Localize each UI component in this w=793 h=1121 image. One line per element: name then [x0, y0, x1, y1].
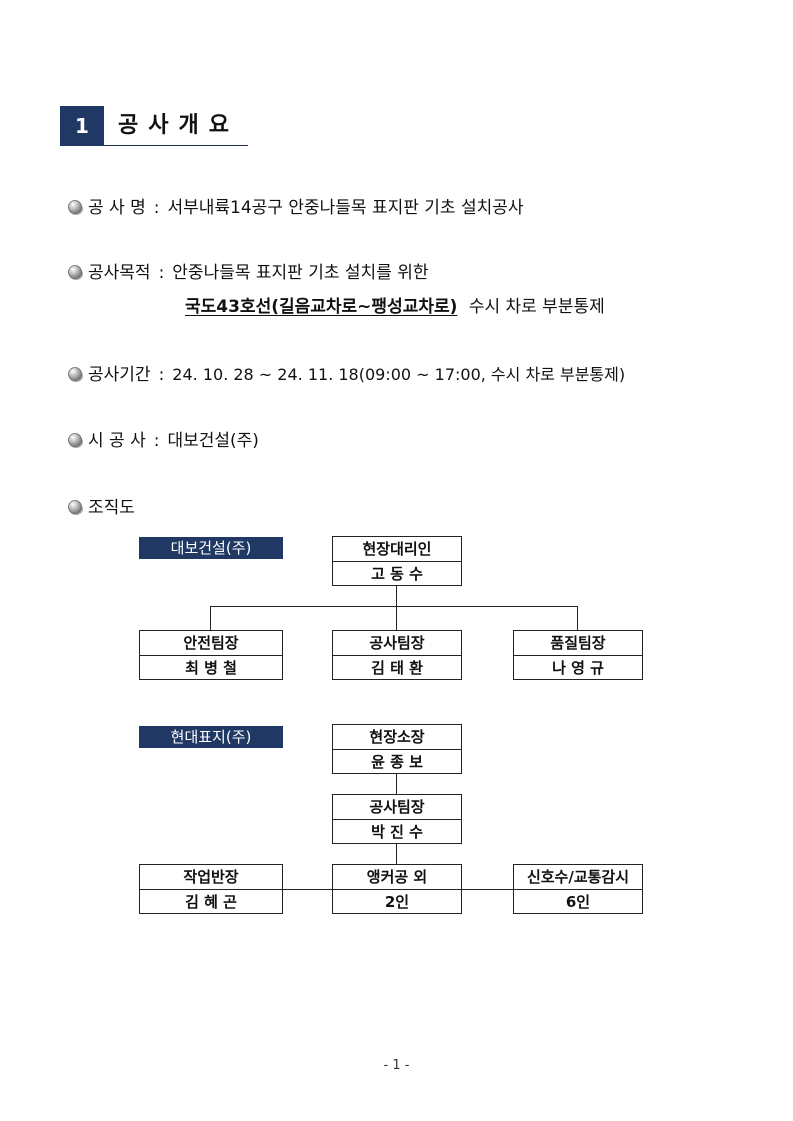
box-work-lead: 공사팀장 김 태 환	[332, 630, 462, 680]
purpose-continuation: 국도43호선(길음교차로~팽성교차로) 수시 차로 부분통제	[185, 295, 605, 319]
row-period: 공사기간:24. 10. 28 ~ 24. 11. 18(09:00 ~ 17:…	[66, 363, 625, 387]
connector-line	[210, 606, 211, 630]
box-safety-lead: 안전팀장 최 병 철	[139, 630, 283, 680]
row-contractor: 시 공 사: 대보건설(주)	[66, 429, 259, 453]
period-value: 24. 10. 28 ~ 24. 11. 18(09:00 ~ 17:00, 수…	[172, 365, 626, 384]
company-tag-hyundai: 현대표지(주)	[139, 726, 283, 748]
row-org-chart: 조직도	[66, 496, 135, 520]
bullet-icon	[68, 265, 83, 280]
purpose-label: 공사목적	[88, 263, 151, 283]
box-anchor-crew: 앵커공 외 2인	[332, 864, 462, 914]
connector-line	[396, 774, 397, 794]
row-purpose: 공사목적: 안중나들목 표지판 기초 설치를 위한	[66, 261, 429, 285]
box-role: 앵커공 외	[366, 868, 428, 886]
box-person: 윤 종 보	[333, 749, 461, 773]
separator: :	[158, 263, 165, 283]
contractor-label: 시 공 사	[88, 431, 146, 451]
box-role: 현장소장	[369, 728, 425, 746]
box-person: 김 태 환	[333, 655, 461, 679]
company-tag-daebo: 대보건설(주)	[139, 537, 283, 559]
section-number: 1	[60, 106, 104, 146]
purpose-value: 안중나들목 표지판 기초 설치를 위한	[172, 263, 429, 283]
box-person: 나 영 규	[514, 655, 642, 679]
connector-line	[396, 586, 397, 630]
box-person: 김 혜 곤	[140, 889, 282, 913]
box-person: 박 진 수	[333, 819, 461, 843]
bullet-icon	[68, 367, 83, 382]
box-role: 신호수/교통감시	[526, 868, 630, 886]
box-person: 최 병 철	[140, 655, 282, 679]
box-person: 2인	[333, 889, 461, 913]
org-chart-label: 조직도	[88, 498, 135, 518]
row-project-name: 공 사 명: 서부내륙14공구 안중나들목 표지판 기초 설치공사	[66, 196, 524, 220]
box-role: 현장대리인	[362, 540, 432, 558]
box-signal-crew: 신호수/교통감시 6인	[513, 864, 643, 914]
box-site-manager: 현장소장 윤 종 보	[332, 724, 462, 774]
box-person: 6인	[514, 889, 642, 913]
box-role: 공사팀장	[369, 798, 425, 816]
separator: :	[153, 431, 160, 451]
separator: :	[153, 198, 160, 218]
period-label: 공사기간	[88, 365, 151, 385]
separator: :	[158, 365, 165, 385]
box-site-agent: 현장대리인 고 동 수	[332, 536, 462, 586]
page-number: - 1 -	[383, 1058, 410, 1073]
connector-line	[210, 606, 578, 607]
project-name-value: 서부내륙14공구 안중나들목 표지판 기초 설치공사	[167, 198, 524, 218]
box-quality-lead: 품질팀장 나 영 규	[513, 630, 643, 680]
connector-line	[396, 844, 397, 864]
box-role: 공사팀장	[369, 634, 425, 652]
bullet-icon	[68, 200, 83, 215]
bullet-icon	[68, 500, 83, 515]
section-heading: 1 공사개요	[60, 106, 248, 146]
purpose-rest: 수시 차로 부분통제	[468, 297, 605, 317]
box-role: 작업반장	[183, 868, 239, 886]
contractor-value: 대보건설(주)	[167, 431, 259, 451]
box-crew-lead: 작업반장 김 혜 곤	[139, 864, 283, 914]
section-title: 공사개요	[118, 113, 239, 138]
box-role: 품질팀장	[550, 634, 606, 652]
project-name-label: 공 사 명	[88, 198, 146, 218]
box-work-lead-2: 공사팀장 박 진 수	[332, 794, 462, 844]
box-role: 안전팀장	[183, 634, 239, 652]
box-person: 고 동 수	[333, 561, 461, 585]
connector-line	[577, 606, 578, 630]
bullet-icon	[68, 433, 83, 448]
purpose-route: 국도43호선(길음교차로~팽성교차로)	[185, 297, 458, 317]
